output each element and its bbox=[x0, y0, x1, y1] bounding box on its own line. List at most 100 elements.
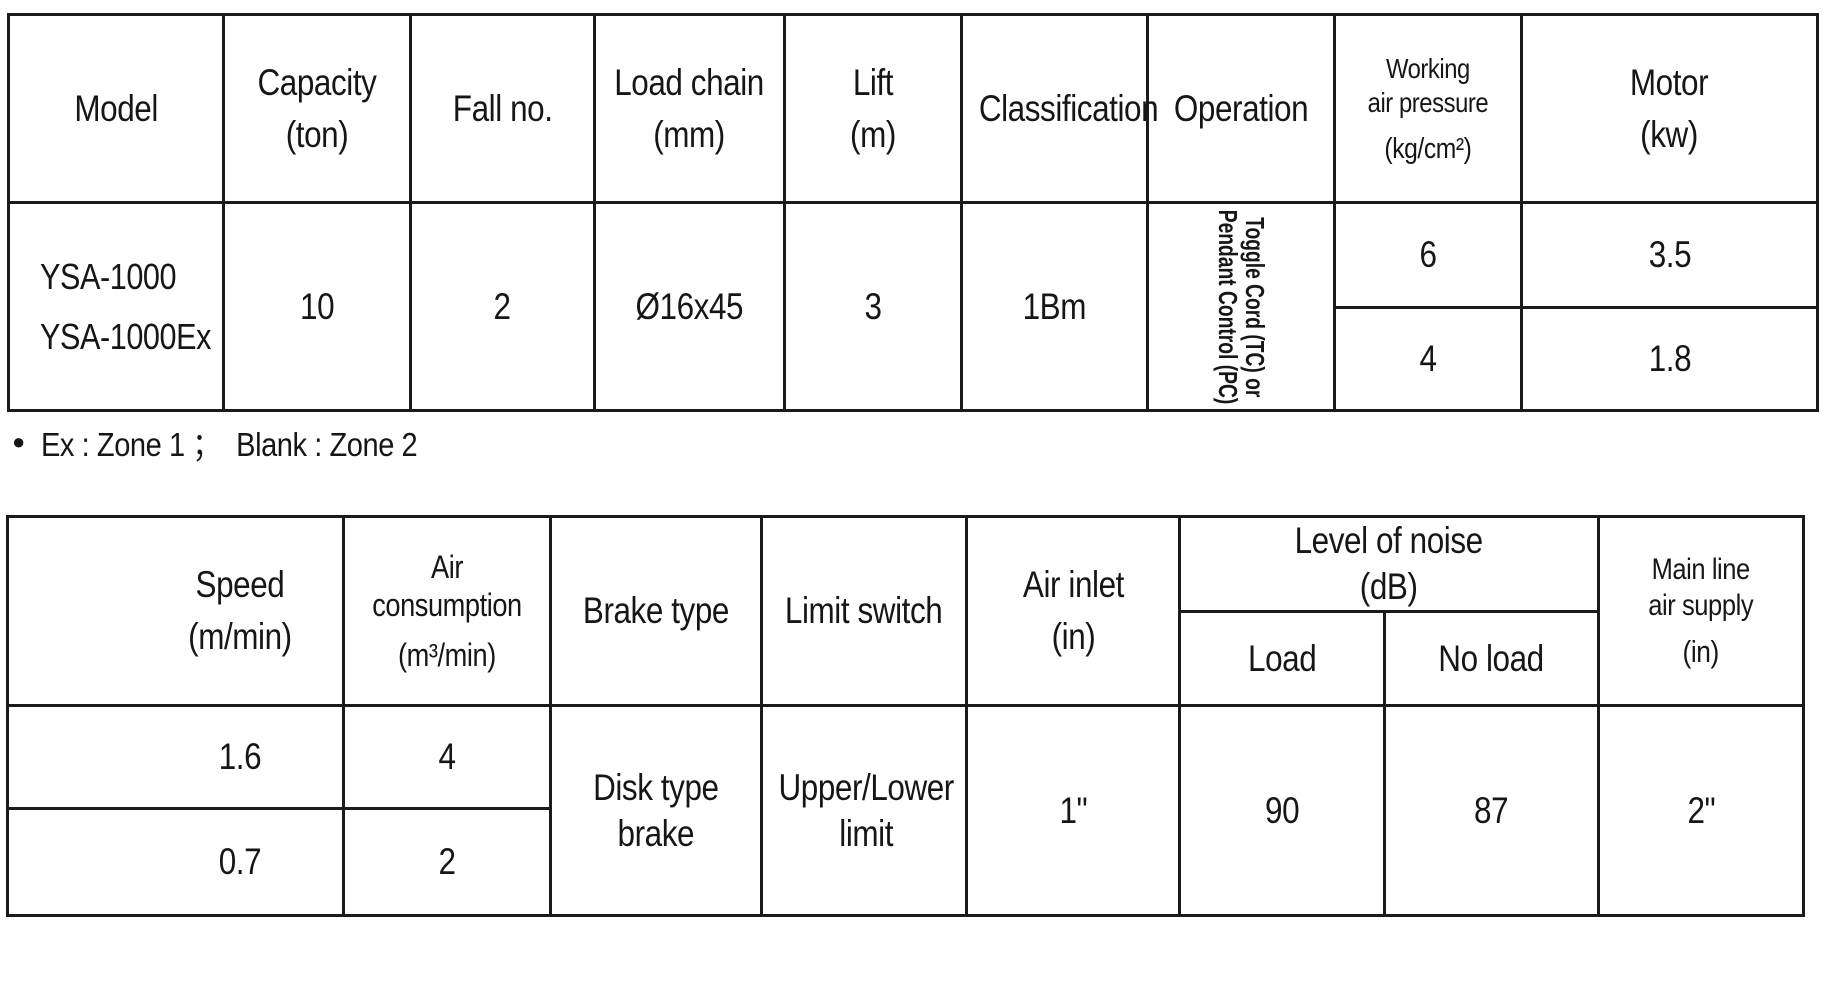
perf-cell-noise-no-load: 87 bbox=[1382, 704, 1601, 917]
perf-cell-speed-high: 1.6 bbox=[6, 704, 345, 810]
spec-header-pressure-line2: air pressure bbox=[1367, 86, 1489, 118]
perf-header-row-1: Speed (m/min) Air consumption (m³/min) B… bbox=[6, 515, 1806, 707]
perf-header-inlet-unit: (in) bbox=[1051, 616, 1095, 657]
spec-cell-lift: 3 bbox=[783, 201, 963, 412]
bullet-icon: ● bbox=[12, 429, 26, 454]
spec-header-motor-label: Motor bbox=[1630, 61, 1709, 103]
perf-header-brake-type: Brake type bbox=[549, 515, 763, 707]
motor-high-value: 3.5 bbox=[1648, 234, 1691, 275]
spec-cell-pressure-low: 4 bbox=[1333, 306, 1523, 412]
air-inlet-value: 1" bbox=[1059, 789, 1087, 831]
model-name-ex: YSA-1000Ex bbox=[40, 315, 211, 357]
perf-header-row-2: Load No load bbox=[8, 610, 1804, 707]
perf-header-air-line1: Air bbox=[431, 549, 463, 585]
spec-header-motor: Motor (kw) bbox=[1520, 13, 1819, 204]
spec-header-lift: Lift (m) bbox=[783, 13, 963, 204]
capacity-value: 10 bbox=[299, 285, 335, 327]
load-chain-value: Ø16x45 bbox=[635, 285, 744, 327]
speed-low-value: 0.7 bbox=[218, 841, 261, 882]
spec-cell-pressure-high: 6 bbox=[1333, 201, 1523, 309]
spec-cell-motor-high: 3.5 bbox=[1520, 201, 1819, 309]
perf-header-limit-switch: Limit switch bbox=[760, 515, 968, 707]
perf-data-row-high: 1.6 4 Disk type brake Upper/Lower limit … bbox=[6, 704, 1806, 917]
main-line-value: 2" bbox=[1687, 789, 1715, 831]
spec-header-operation-label: Operation bbox=[1173, 87, 1309, 129]
perf-header-air-consumption: Air consumption (m³/min) bbox=[342, 515, 552, 707]
model-name-standard: YSA-1000 bbox=[40, 255, 177, 297]
spec-cell-motor-low: 1.8 bbox=[1520, 306, 1819, 412]
perf-cell-air-low: 2 bbox=[342, 807, 552, 917]
perf-data-row-low: 0.7 2 bbox=[6, 807, 1804, 917]
perf-header-noise-unit: (dB) bbox=[1360, 566, 1418, 607]
perf-header-main-unit: (in) bbox=[1682, 634, 1720, 669]
spec-header-lift-unit: (m) bbox=[850, 113, 896, 155]
perf-cell-limit-switch: Upper/Lower limit bbox=[760, 704, 968, 917]
perf-cell-air-high: 4 bbox=[342, 704, 552, 810]
air-high-value: 4 bbox=[438, 736, 456, 777]
zone-footnote-text: Ex : Zone 1 ； Blank : Zone 2 bbox=[41, 426, 418, 463]
spec-header-classification: Classification bbox=[960, 13, 1159, 204]
pressure-low-value: 4 bbox=[1419, 338, 1437, 379]
brake-type-line2: brake bbox=[617, 812, 695, 854]
perf-header-load-label: Load bbox=[1247, 637, 1317, 679]
performance-table: Speed (m/min) Air consumption (m³/min) B… bbox=[6, 515, 1806, 917]
spec-header-motor-unit: (kw) bbox=[1640, 113, 1699, 155]
perf-cell-air-inlet: 1" bbox=[965, 704, 1181, 917]
perf-header-main-line-air-supply: Main line air supply (in) bbox=[1597, 515, 1806, 707]
spec-header-pressure-line1: Working bbox=[1386, 52, 1470, 84]
perf-header-speed-label: Speed bbox=[195, 564, 284, 605]
perf-cell-noise-load: 90 bbox=[1178, 704, 1386, 917]
spec-header-load-chain: Load chain (mm) bbox=[593, 13, 786, 204]
spec-header-operation: Operation bbox=[1146, 13, 1336, 204]
perf-header-limit-label: Limit switch bbox=[785, 590, 943, 631]
perf-header-air-inlet: Air inlet (in) bbox=[965, 515, 1181, 707]
pressure-high-value: 6 bbox=[1419, 234, 1437, 275]
spec-header-model: Model bbox=[7, 13, 225, 204]
zone-footnote: ● Ex : Zone 1 ； Blank : Zone 2 bbox=[12, 420, 469, 464]
perf-header-speed: Speed (m/min) bbox=[6, 515, 345, 707]
spec-header-row: Model Capacity (ton) Fall no. Load chain… bbox=[7, 13, 1819, 204]
spec-header-classification-label: Classification bbox=[978, 87, 1159, 129]
spec-header-model-label: Model bbox=[74, 87, 158, 129]
spec-header-pressure-unit: (kg/cm²) bbox=[1384, 132, 1472, 165]
spec-header-load-chain-unit: (mm) bbox=[653, 113, 726, 155]
spec-table: Model Capacity (ton) Fall no. Load chain… bbox=[7, 13, 1819, 412]
perf-header-main-line1: Main line bbox=[1651, 553, 1751, 586]
perf-header-air-line2: consumption bbox=[372, 587, 522, 623]
perf-header-load: Load bbox=[1178, 610, 1386, 707]
classification-value: 1Bm bbox=[1022, 285, 1087, 327]
air-low-value: 2 bbox=[438, 841, 456, 882]
spec-header-lift-label: Lift bbox=[852, 61, 894, 103]
limit-switch-line1: Upper/Lower bbox=[778, 766, 954, 808]
perf-header-noise-label: Level of noise bbox=[1294, 520, 1484, 561]
spec-cell-operation: Toggle Cord (TC) or Pendant Control (PC) bbox=[1146, 201, 1336, 412]
operation-line2: Pendant Control (PC) bbox=[1213, 209, 1243, 404]
perf-header-no-load: No load bbox=[1382, 610, 1601, 707]
spec-header-working-air-pressure: Working air pressure (kg/cm²) bbox=[1333, 13, 1523, 204]
spec-header-fall-no-label: Fall no. bbox=[452, 87, 553, 129]
spec-cell-classification: 1Bm bbox=[960, 201, 1149, 412]
noise-load-value: 90 bbox=[1264, 789, 1300, 831]
perf-cell-brake-type: Disk type brake bbox=[549, 704, 763, 917]
spec-cell-load-chain: Ø16x45 bbox=[593, 201, 786, 412]
spec-data-row-high: YSA-1000 YSA-1000Ex 10 2 Ø16x45 3 1Bm To… bbox=[7, 201, 1819, 412]
perf-header-main-line2: air supply bbox=[1648, 589, 1754, 622]
perf-header-inlet-label: Air inlet bbox=[1022, 564, 1124, 605]
perf-header-level-of-noise: Level of noise (dB) bbox=[1177, 515, 1601, 613]
motor-low-value: 1.8 bbox=[1648, 338, 1691, 379]
perf-header-speed-unit: (m/min) bbox=[187, 616, 292, 657]
spec-cell-model: YSA-1000 YSA-1000Ex bbox=[7, 201, 225, 412]
spec-header-fall-no: Fall no. bbox=[409, 13, 596, 204]
limit-switch-line2: limit bbox=[839, 812, 894, 854]
spec-header-capacity: Capacity (ton) bbox=[222, 13, 412, 204]
speed-high-value: 1.6 bbox=[218, 736, 261, 777]
perf-header-no-load-label: No load bbox=[1438, 637, 1545, 679]
noise-no-load-value: 87 bbox=[1474, 789, 1509, 831]
spec-header-capacity-label: Capacity bbox=[257, 61, 377, 103]
perf-header-air-unit: (m³/min) bbox=[398, 637, 496, 673]
perf-cell-main-line: 2" bbox=[1597, 704, 1806, 917]
spec-header-capacity-unit: (ton) bbox=[285, 113, 349, 155]
brake-type-line1: Disk type bbox=[593, 766, 719, 808]
spec-cell-fall-no: 2 bbox=[409, 201, 596, 412]
